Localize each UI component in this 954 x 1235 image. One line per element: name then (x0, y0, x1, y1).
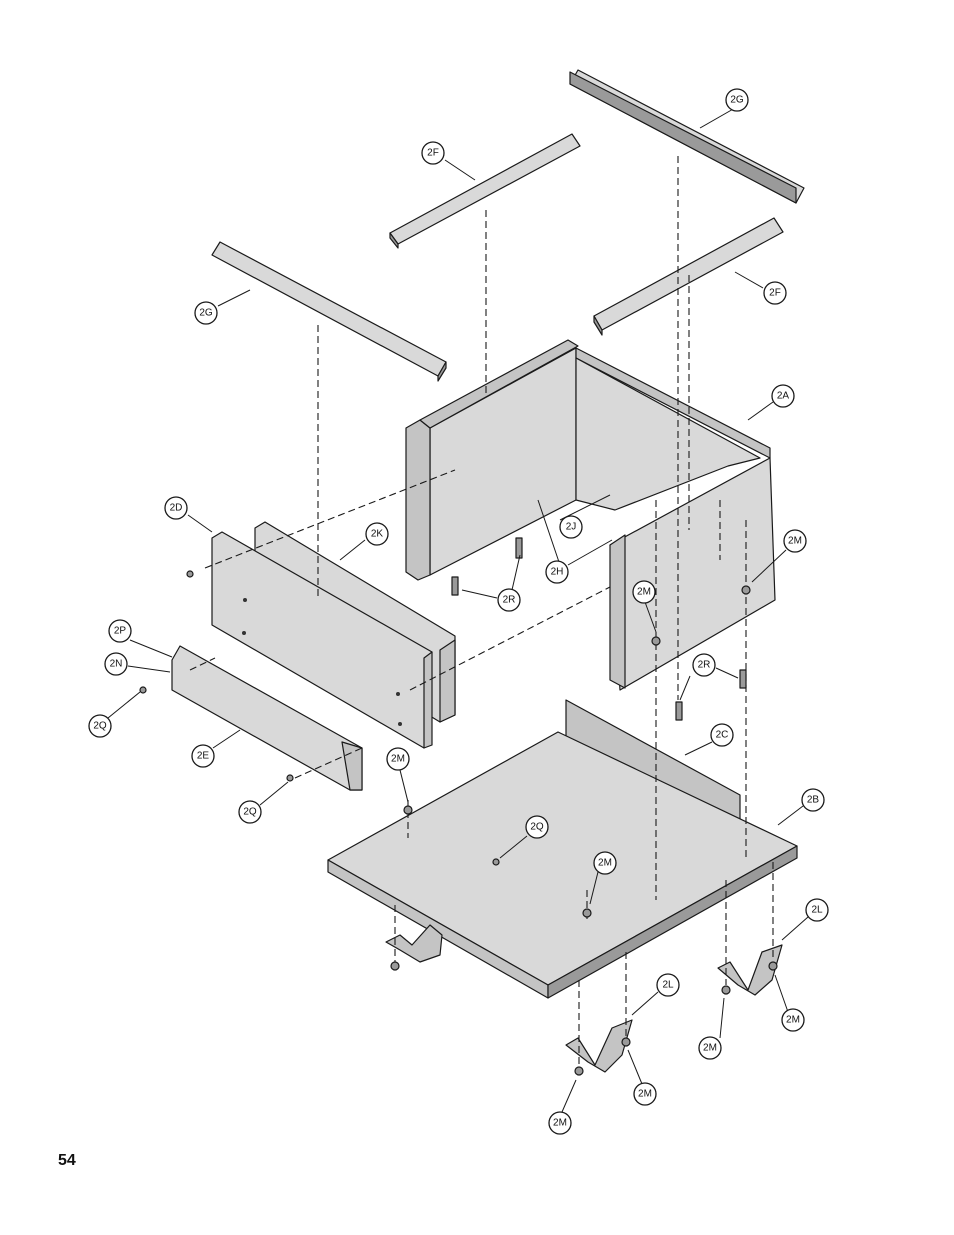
callout-2m-g: 2M (633, 1082, 657, 1106)
callout-2g-left: 2G (194, 301, 218, 325)
front-panel-2d (211, 531, 433, 749)
callout-2e: 2E (191, 744, 215, 768)
svg-text:2D: 2D (170, 503, 183, 514)
svg-text:2Q: 2Q (93, 721, 107, 732)
top-rail-2f-right (593, 217, 784, 336)
svg-text:2F: 2F (427, 148, 439, 159)
callout-2m-c: 2M (386, 747, 410, 771)
callout-2k: 2K (365, 522, 389, 546)
svg-text:2G: 2G (199, 308, 213, 319)
svg-text:2M: 2M (637, 587, 651, 598)
svg-text:2B: 2B (807, 795, 820, 806)
callout-2r-right: 2R (692, 653, 716, 677)
svg-text:2M: 2M (638, 1089, 652, 1100)
svg-text:2H: 2H (551, 567, 564, 578)
svg-text:2M: 2M (788, 536, 802, 547)
svg-text:2M: 2M (786, 1015, 800, 1026)
page-number: 54 (58, 1152, 76, 1169)
svg-text:2C: 2C (716, 730, 729, 741)
callout-2b: 2B (801, 788, 825, 812)
foot-2l-mid (565, 1019, 633, 1073)
callout-2m-e: 2M (698, 1036, 722, 1060)
leader-lines (107, 107, 809, 1113)
svg-text:2R: 2R (503, 595, 516, 606)
callout-2m-d: 2M (593, 851, 617, 875)
svg-text:2J: 2J (566, 522, 577, 533)
callout-2l-mid: 2L (656, 973, 680, 997)
svg-text:2L: 2L (811, 905, 823, 916)
callout-2m-a: 2M (632, 580, 656, 604)
callout-2r-left: 2R (497, 588, 521, 612)
callout-2q-left: 2Q (88, 714, 112, 738)
svg-text:2M: 2M (553, 1118, 567, 1129)
foot-2l-left (385, 924, 443, 963)
callout-2f-right: 2F (763, 281, 787, 305)
svg-text:2Q: 2Q (243, 807, 257, 818)
callout-2a: 2A (771, 384, 795, 408)
svg-text:2R: 2R (698, 660, 711, 671)
svg-text:2Q: 2Q (530, 822, 544, 833)
svg-text:2N: 2N (110, 659, 123, 670)
svg-text:2M: 2M (391, 754, 405, 765)
callout-2c: 2C (710, 723, 734, 747)
svg-text:2A: 2A (777, 391, 790, 402)
svg-text:2F: 2F (769, 288, 781, 299)
callout-2q-bottom: 2Q (238, 800, 262, 824)
svg-text:2M: 2M (598, 858, 612, 869)
svg-text:2M: 2M (703, 1043, 717, 1054)
base-plate-2b (327, 731, 798, 999)
callout-2n: 2N (104, 652, 128, 676)
svg-text:2G: 2G (730, 95, 744, 106)
callout-2q-mid: 2Q (525, 815, 549, 839)
callout-2m-b: 2M (783, 529, 807, 553)
svg-text:2K: 2K (371, 529, 384, 540)
top-rail-2f-upper (389, 133, 581, 249)
callout-2j: 2J (559, 515, 583, 539)
upper-housing-2a (405, 339, 776, 691)
bracket-2e (171, 645, 363, 791)
callout-2h: 2H (545, 560, 569, 584)
top-rail-2g-right (569, 69, 805, 204)
callout-2p: 2P (108, 619, 132, 643)
callout-2m-h: 2M (548, 1111, 572, 1135)
callout-2g-top: 2G (725, 88, 749, 112)
callout-2l-right: 2L (805, 898, 829, 922)
callout-2f-top: 2F (421, 141, 445, 165)
svg-text:2L: 2L (662, 980, 674, 991)
top-rail-2g-left (211, 241, 447, 382)
svg-text:2E: 2E (197, 751, 210, 762)
callout-2d: 2D (164, 496, 188, 520)
foot-2l-right (717, 944, 783, 996)
svg-text:2P: 2P (114, 626, 127, 637)
callout-2m-f: 2M (781, 1008, 805, 1032)
